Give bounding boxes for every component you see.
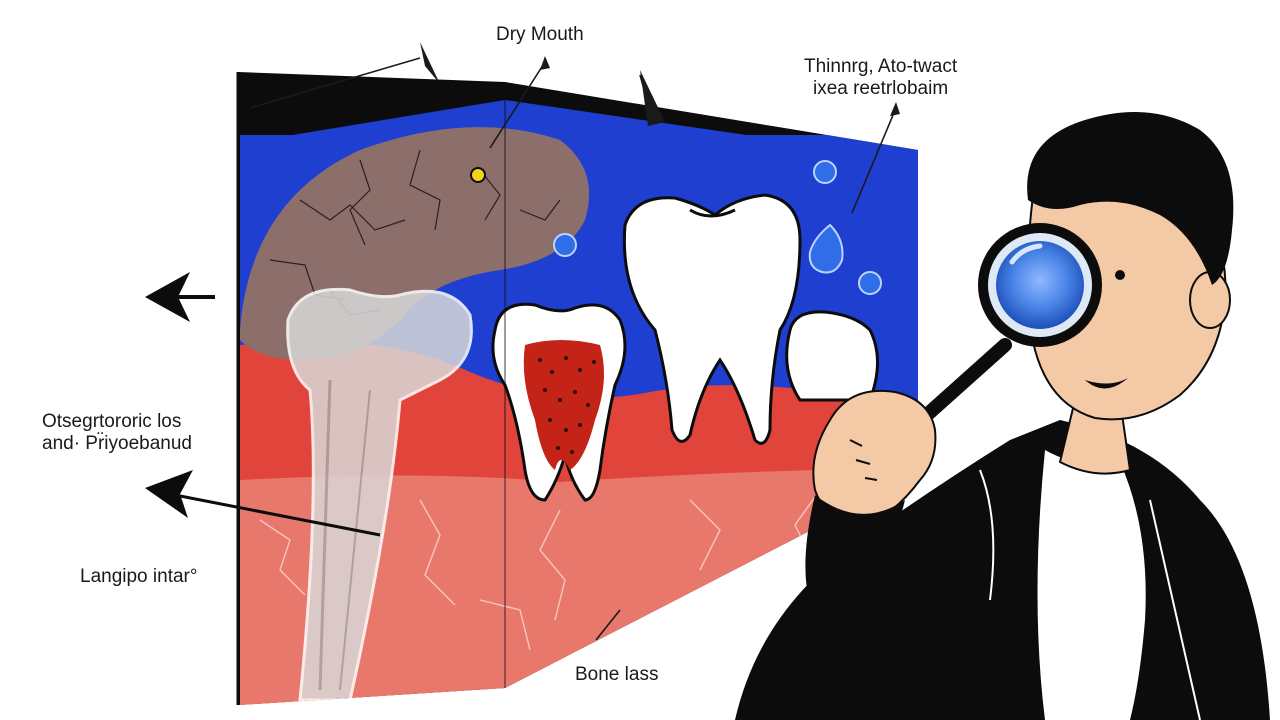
label-langipo: Langipo intar° bbox=[80, 566, 198, 587]
arrow-left-icon bbox=[145, 470, 381, 537]
bone-cracks bbox=[259, 489, 821, 651]
cross-section-box bbox=[236, 72, 918, 705]
healthy-molar bbox=[622, 193, 802, 445]
water-droplet-icon bbox=[553, 160, 882, 295]
hair bbox=[1027, 112, 1234, 285]
ghost-tooth bbox=[286, 287, 473, 702]
arrow-left-icon bbox=[145, 272, 215, 322]
label-bone-loss: Bone lass bbox=[575, 664, 659, 685]
side-tooth bbox=[785, 310, 879, 402]
label-osteoporotic: Otsegrtororic los and· Pr̈iyoebanud bbox=[42, 411, 192, 454]
shirt bbox=[1037, 450, 1146, 720]
decayed-tooth bbox=[491, 302, 627, 502]
hand bbox=[812, 389, 937, 527]
person-examining bbox=[735, 112, 1270, 720]
pointer-heads bbox=[420, 42, 900, 126]
label-dry-mouth: Dry Mouth bbox=[496, 24, 584, 45]
label-thinning: Thinnrg, Ato-twact ixea reetrlobaim bbox=[804, 56, 958, 99]
